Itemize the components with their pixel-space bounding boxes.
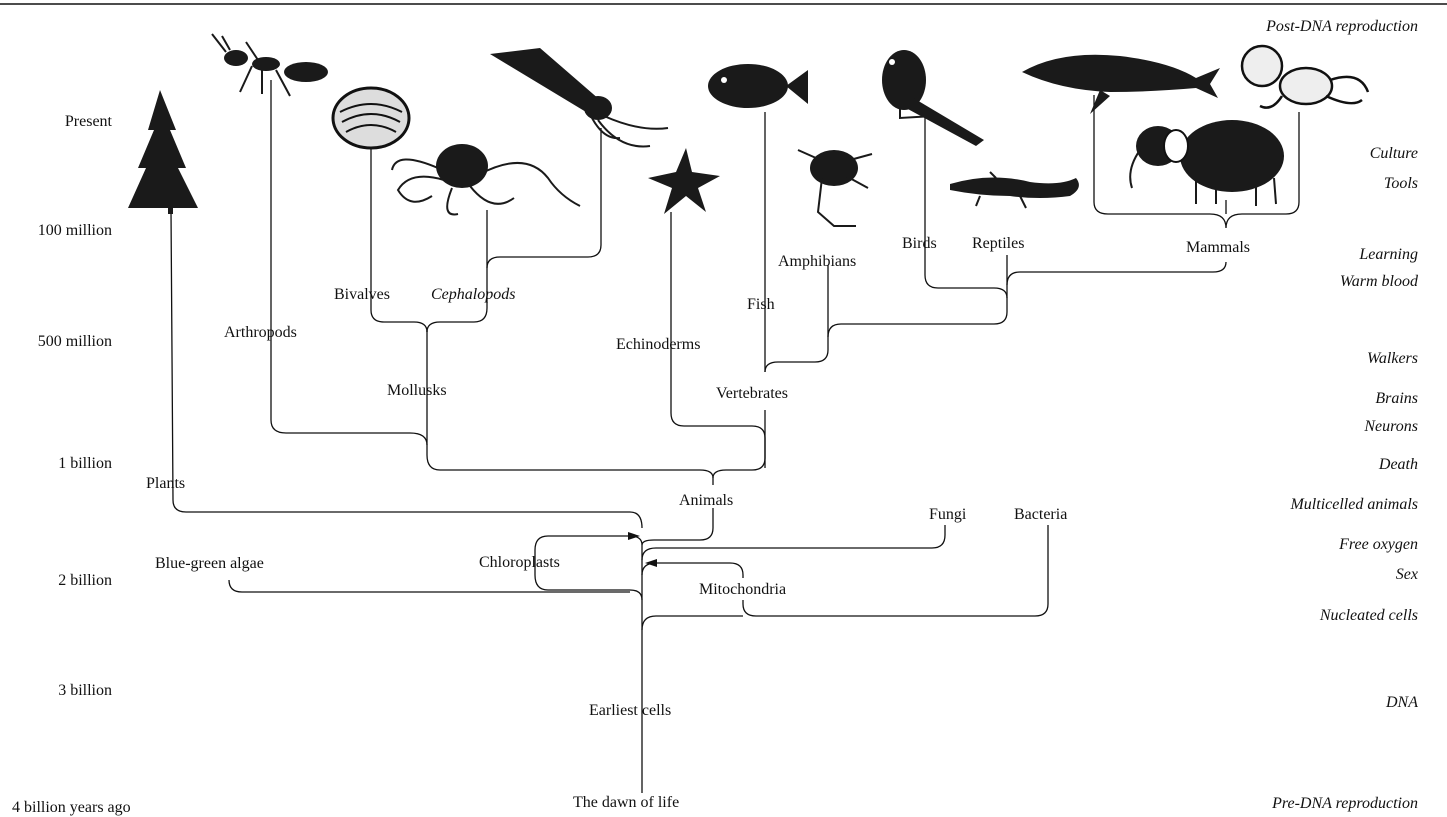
label-amphibians: Amphibians bbox=[778, 253, 856, 270]
branch-animals-split bbox=[427, 330, 713, 485]
milestone-culture: Culture bbox=[1370, 145, 1418, 162]
milestone-scale: Post-DNA reproduction Culture Tools Lear… bbox=[1265, 18, 1419, 812]
elephant-icon bbox=[1130, 120, 1284, 206]
milestone-walkers: Walkers bbox=[1367, 350, 1418, 367]
branch-squid bbox=[487, 128, 601, 268]
label-birds: Birds bbox=[902, 235, 937, 252]
label-mammals: Mammals bbox=[1186, 239, 1250, 256]
branch-amniotes bbox=[828, 285, 1007, 337]
octopus-icon bbox=[392, 144, 580, 214]
branch-bivalves bbox=[371, 140, 427, 332]
time-label-2-billion: 2 billion bbox=[58, 572, 112, 589]
time-scale: Present 100 million 500 million 1 billio… bbox=[12, 113, 131, 816]
label-blue-green-algae: Blue-green algae bbox=[155, 555, 264, 572]
label-mollusks: Mollusks bbox=[387, 382, 447, 399]
label-chloroplasts: Chloroplasts bbox=[479, 554, 560, 571]
time-label-4-billion: 4 billion years ago bbox=[12, 799, 131, 816]
branch-plants bbox=[171, 210, 642, 528]
frog-icon bbox=[798, 150, 872, 226]
branch-nucleated bbox=[642, 616, 743, 630]
milestone-nucleated-cells: Nucleated cells bbox=[1319, 607, 1418, 624]
starfish-icon bbox=[648, 148, 720, 214]
label-fish: Fish bbox=[747, 296, 775, 313]
label-dawn-of-life: The dawn of life bbox=[573, 794, 679, 811]
label-plants: Plants bbox=[146, 475, 185, 492]
time-label-100-million: 100 million bbox=[38, 222, 112, 239]
squid-icon bbox=[490, 48, 668, 146]
milestone-neurons: Neurons bbox=[1363, 418, 1418, 435]
taxon-labels: Plants Arthropods Bivalves Cephalopods M… bbox=[146, 235, 1250, 811]
milestone-free-oxygen: Free oxygen bbox=[1338, 536, 1418, 553]
time-label-3-billion: 3 billion bbox=[58, 682, 112, 699]
milestone-death: Death bbox=[1378, 456, 1418, 473]
milestone-dna: DNA bbox=[1385, 694, 1418, 711]
branch-mammals bbox=[1007, 262, 1226, 285]
label-vertebrates: Vertebrates bbox=[716, 385, 788, 402]
label-bacteria: Bacteria bbox=[1014, 506, 1067, 523]
milestone-pre-dna: Pre-DNA reproduction bbox=[1271, 795, 1418, 812]
whale-icon bbox=[1022, 55, 1220, 114]
illustrations bbox=[128, 34, 1368, 226]
time-label-present: Present bbox=[65, 113, 113, 130]
lizard-icon bbox=[950, 172, 1079, 208]
label-reptiles: Reptiles bbox=[972, 235, 1024, 252]
milestone-sex: Sex bbox=[1396, 566, 1418, 583]
label-animals: Animals bbox=[679, 492, 733, 509]
milestone-post-dna: Post-DNA reproduction bbox=[1265, 18, 1418, 35]
label-fungi: Fungi bbox=[929, 506, 967, 523]
milestone-learning: Learning bbox=[1358, 246, 1418, 263]
branch-animals bbox=[642, 508, 713, 545]
milestone-brains: Brains bbox=[1375, 390, 1418, 407]
milestone-multicelled-animals: Multicelled animals bbox=[1289, 496, 1418, 513]
label-echinoderms: Echinoderms bbox=[616, 336, 700, 353]
branch-mitochondria bbox=[642, 563, 743, 578]
ant-icon bbox=[212, 34, 328, 96]
time-label-500-million: 500 million bbox=[38, 333, 112, 350]
milestone-warm-blood: Warm blood bbox=[1340, 273, 1419, 290]
branch-birds bbox=[925, 115, 1007, 298]
branch-animals-right bbox=[713, 410, 765, 478]
parrot-icon bbox=[882, 50, 984, 146]
branch-fungi bbox=[642, 525, 945, 560]
label-bivalves: Bivalves bbox=[334, 286, 390, 303]
label-cephalopods: Cephalopods bbox=[431, 286, 515, 303]
clam-icon bbox=[333, 88, 409, 148]
label-arthropods: Arthropods bbox=[224, 324, 297, 341]
label-mitochondria: Mitochondria bbox=[699, 581, 786, 598]
label-earliest-cells: Earliest cells bbox=[589, 702, 671, 719]
branch-tetrapods bbox=[765, 265, 828, 372]
branch-cephalopods bbox=[427, 210, 487, 332]
branch-bacteria bbox=[743, 525, 1048, 616]
tree-branches bbox=[171, 80, 1299, 793]
time-label-1-billion: 1 billion bbox=[58, 455, 112, 472]
fish-icon bbox=[708, 64, 808, 108]
milestone-tools: Tools bbox=[1384, 175, 1418, 192]
tree-icon bbox=[128, 90, 198, 214]
baby-icon bbox=[1242, 46, 1368, 108]
arrowhead-chloroplast bbox=[628, 532, 640, 540]
